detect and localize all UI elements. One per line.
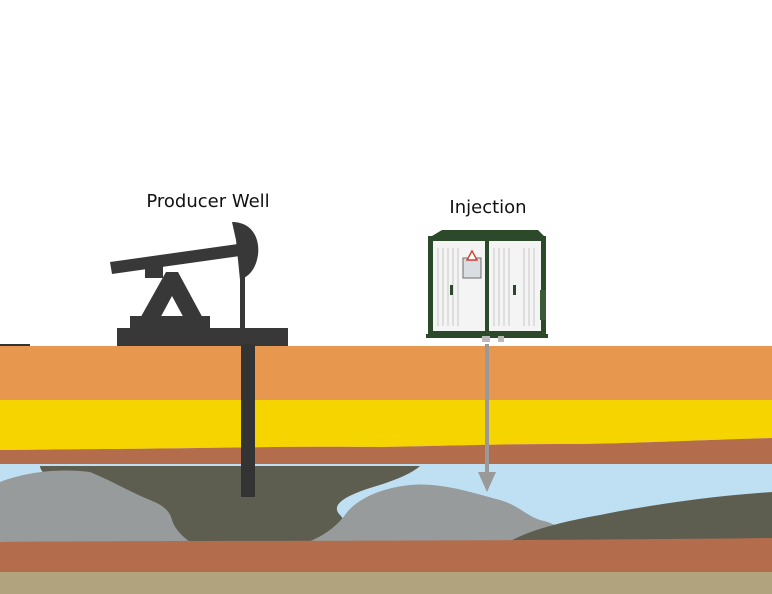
injection-cabinet-icon [426,230,548,342]
right-shale [500,492,772,548]
lower-clay-layer [0,538,772,574]
producer-wellbore [241,344,255,497]
ground-line [0,344,30,346]
producer-well-label: Producer Well [146,191,269,212]
topsoil-layer [0,346,772,401]
oil-pocket [40,466,420,548]
oil-pumpjack-icon [110,222,288,346]
warning-triangle-icon [465,249,479,261]
left-rock [0,470,200,548]
right-rock [290,484,558,548]
sky [0,0,772,346]
injection-label: Injection [449,197,526,218]
bedrock-layer [0,572,772,594]
injection-arrow-head [478,472,496,492]
upper-clay-layer [0,438,772,468]
sand-layer [0,400,772,450]
